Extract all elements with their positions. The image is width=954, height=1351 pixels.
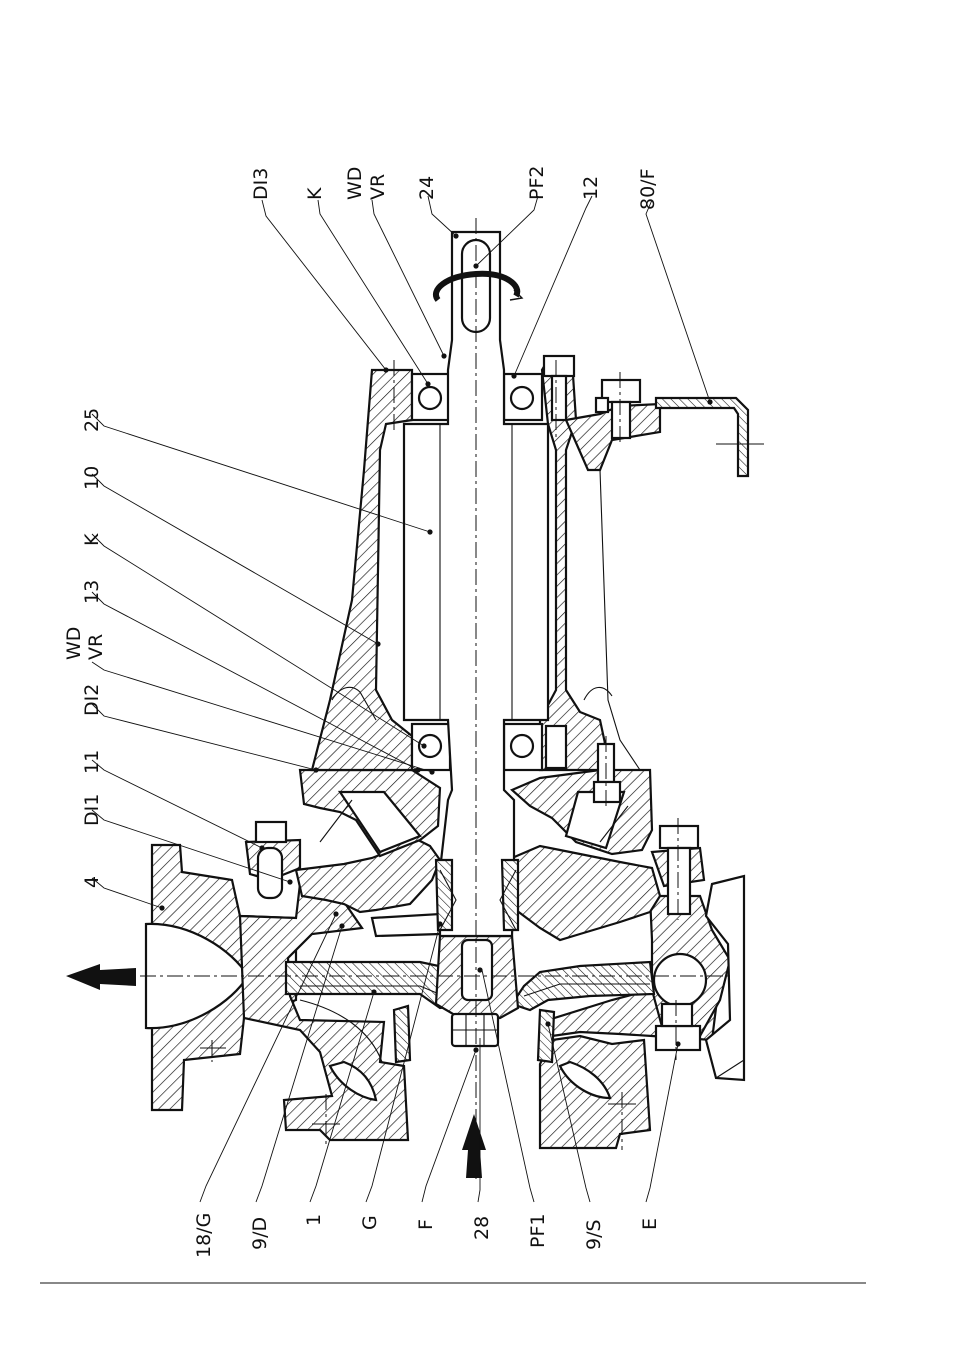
label-K-mid: K (81, 533, 103, 546)
label-G: G (359, 1215, 381, 1230)
label-28: 28 (471, 1216, 493, 1240)
label-9S: 9/S (583, 1219, 605, 1250)
label-VR-mid: VR (85, 634, 107, 660)
label-WD-top: WD (344, 167, 366, 200)
label-12: 12 (580, 176, 602, 200)
label-VR-top: VR (367, 174, 389, 200)
leader-dots (159, 233, 713, 1053)
label-9D: 9/D (249, 1217, 271, 1250)
label-DI3: DI3 (250, 168, 272, 200)
label-PF1: PF1 (527, 1214, 549, 1248)
discharge-arrow (66, 964, 136, 990)
label-4: 4 (81, 876, 103, 888)
label-13: 13 (81, 580, 103, 604)
centerlines (140, 218, 732, 1180)
label-11: 11 (81, 750, 103, 774)
label-F: F (415, 1219, 437, 1230)
label-10: 10 (81, 466, 103, 490)
label-WD-mid: WD (63, 627, 85, 660)
label-DI2: DI2 (81, 684, 103, 716)
impeller (284, 912, 656, 1064)
bearing-housing (310, 358, 662, 772)
label-K-top: K (304, 187, 326, 200)
label-PF2: PF2 (526, 166, 548, 200)
label-24: 24 (416, 176, 438, 200)
label-80F: 80/F (637, 168, 659, 210)
support-foot (654, 396, 764, 478)
suction-arrow (462, 1114, 486, 1178)
leader-lines (91, 195, 711, 1203)
label-18G: 18/G (193, 1213, 215, 1258)
impeller-nut (450, 1012, 500, 1048)
label-1: 1 (303, 1214, 325, 1226)
label-25: 25 (81, 408, 103, 432)
label-E: E (639, 1218, 661, 1230)
label-DI1: DI1 (81, 794, 103, 826)
part-labels: DI3 K WD VR 24 PF2 12 80/F 25 10 K 13 WD… (63, 166, 661, 1258)
